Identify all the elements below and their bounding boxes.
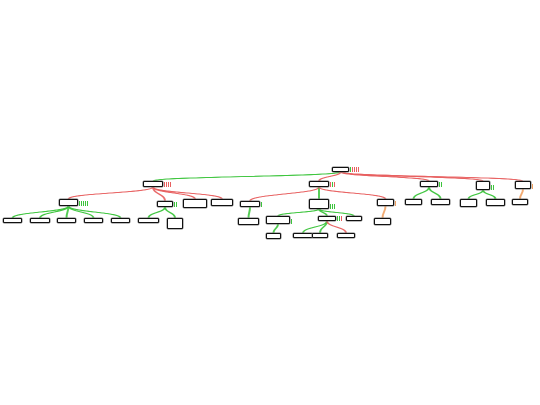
tree-node-n2b[interactable] [309, 199, 329, 209]
tree-node-n2c1[interactable] [374, 218, 391, 225]
tree-node-n3[interactable] [420, 181, 438, 187]
tree-node-n3a[interactable] [405, 199, 422, 205]
edge-n2-n2a [250, 186, 320, 202]
branch-mark-n2b1a [291, 219, 293, 224]
tree-node-n1c[interactable] [183, 199, 207, 208]
branch-mark-n4 [356, 167, 358, 172]
edge-root-n1 [153, 171, 342, 182]
tree-node-n2b1[interactable] [266, 216, 290, 224]
tree-node-n1a2[interactable] [30, 218, 50, 223]
branch-mark-n1c [168, 182, 170, 187]
edge-n2c-n2c1 [382, 205, 387, 219]
edge-n5-n5a [519, 188, 523, 200]
tree-node-n2[interactable] [309, 181, 329, 187]
branch-mark-n1 [350, 167, 352, 172]
branch-mark-n2b1 [330, 204, 332, 209]
edge-n2c-n2c1 [381, 205, 386, 219]
edge-root-n4 [340, 171, 484, 182]
edge-n4-n4b [483, 189, 497, 200]
branch-mark-n1b [166, 182, 168, 187]
branch-mark-n2a1 [261, 202, 263, 207]
edge-n2b-n2b3 [319, 208, 355, 217]
branch-mark-n1a3 [83, 201, 85, 206]
tree-node-n1a1[interactable] [3, 218, 22, 223]
tree-node-n2b1a[interactable] [266, 233, 281, 239]
branch-mark-n1a1 [79, 201, 81, 206]
tree-node-n2a[interactable] [240, 201, 260, 207]
edge-n2b1-n2b1a [273, 223, 279, 234]
edge-n5-n5a [520, 188, 524, 200]
edge-n2c-n2c1 [382, 205, 386, 219]
edge-n1b-n1b2 [165, 206, 176, 219]
edge-n1a-n1a3 [65, 205, 69, 219]
tree-node-n1a[interactable] [59, 199, 78, 206]
edge-n5-n5a [519, 188, 524, 200]
branch-mark-n2b2b [339, 216, 341, 221]
tree-node-n1d[interactable] [211, 199, 233, 206]
edge-n1a-n1a4 [68, 205, 95, 219]
tree-node-n1a5[interactable] [111, 218, 130, 223]
branch-mark-n1a [164, 182, 166, 187]
edge-n2-n2c [319, 186, 387, 200]
branch-mark-n1a4 [85, 201, 87, 206]
branch-mark-n1d [170, 182, 172, 187]
branch-mark-n2b2 [332, 204, 334, 209]
edge-n2b-n2b1 [278, 208, 320, 217]
tree-node-n2b3[interactable] [346, 216, 362, 221]
tree-node-n1a3[interactable] [57, 218, 76, 223]
tree-node-n1b[interactable] [157, 201, 173, 207]
edge-root-n2 [319, 171, 342, 182]
edge-n1-n1d [153, 186, 223, 200]
edge-n1-n1a [68, 186, 154, 200]
tree-node-n2b2c[interactable] [337, 233, 355, 238]
tree-node-n2b2a[interactable] [293, 233, 313, 238]
tree-node-n2b2[interactable] [318, 216, 336, 221]
tree-node-n5a[interactable] [512, 199, 528, 205]
branch-mark-n2c1 [395, 201, 397, 206]
tree-node-n3b[interactable] [431, 199, 450, 205]
tree-node-n2a1[interactable] [238, 218, 259, 225]
branch-mark-n1a2 [81, 201, 83, 206]
edge-n2b2-n2b2c [327, 220, 347, 234]
branch-mark-n2b2c [341, 216, 343, 221]
edge-n2b1-n2b1a [273, 223, 279, 234]
tree-node-n1b1[interactable] [138, 218, 159, 223]
branch-mark-n4b [493, 185, 495, 190]
branch-mark-n4a [491, 185, 493, 190]
tree-node-n2c[interactable] [377, 199, 394, 206]
root-node[interactable] [332, 167, 349, 172]
tree-node-n1a4[interactable] [84, 218, 103, 223]
edge-root-n5 [340, 171, 524, 182]
tree-node-n1[interactable] [143, 181, 163, 187]
branch-mark-n3b [441, 182, 443, 187]
edge-n2a-n2a1 [247, 206, 250, 219]
branch-mark-n2b [332, 182, 334, 187]
tree-node-n2b2b[interactable] [312, 233, 328, 238]
edge-n1a-n1a5 [68, 205, 122, 219]
tree-node-n4a[interactable] [460, 199, 477, 207]
branch-mark-n5 [358, 167, 360, 172]
branch-mark-n1b2 [176, 202, 178, 207]
tree-node-n5[interactable] [515, 181, 531, 189]
branch-mark-n2a [330, 182, 332, 187]
branch-mark-n3a [439, 182, 441, 187]
branch-mark-n2 [352, 167, 354, 172]
branch-mark-n2b3 [334, 204, 336, 209]
tree-node-n4b[interactable] [486, 199, 505, 206]
branch-mark-n2b2a [337, 216, 339, 221]
branch-mark-n3 [354, 167, 356, 172]
edge-n3-n3b [429, 186, 442, 200]
branch-mark-n5a [532, 184, 534, 189]
edge-n2a-n2a1 [248, 206, 251, 219]
edge-n2a-n2a1 [248, 206, 251, 219]
edge-n2b1-n2b1a [272, 223, 278, 234]
branch-mark-n2c [334, 182, 336, 187]
branch-mark-n1a5 [87, 201, 89, 206]
edge-n1b-n1b1 [148, 206, 166, 219]
tree-node-n4[interactable] [476, 181, 490, 190]
branch-mark-n1b1 [174, 202, 176, 207]
tree-node-n1b2[interactable] [167, 218, 183, 229]
